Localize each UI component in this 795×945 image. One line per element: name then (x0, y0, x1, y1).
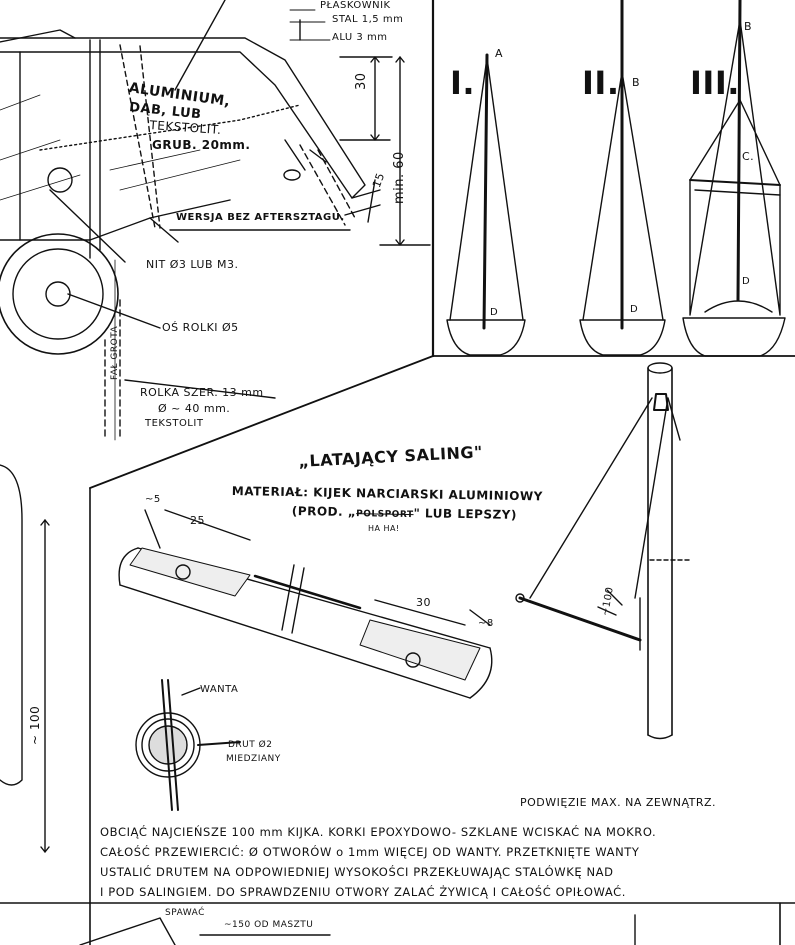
masthead-detail (0, 0, 431, 441)
bottom-strip (79, 914, 636, 945)
label-wersja: WERSJA BEZ AFTERSZTAGU. (176, 212, 345, 223)
rig-2-base-label: D (630, 304, 639, 315)
wanta-cross-section (135, 679, 241, 811)
label-fal-grota: FAŁ GROTA (110, 325, 120, 380)
panel-divider-diagonal (89, 355, 434, 489)
rig-variant-2 (579, 0, 666, 356)
rig-3-base-label: D (742, 276, 751, 287)
label-alu: ALU 3 mm (332, 32, 388, 43)
label-plaskownik: PŁASKOWNIK (320, 0, 391, 11)
rig-1-base-label: D (490, 307, 499, 318)
label-spawac: SPAWAĆ (165, 908, 205, 918)
label-tekstolit: TEKSTOLIT (145, 418, 204, 429)
mast-with-spreader (515, 362, 691, 740)
rig-2-top-label: B (632, 76, 641, 89)
label-stal: STAL 1,5 mm (332, 14, 404, 25)
instruction-line: USTALIĆ DRUTEM NA ODPOWIEDNIEJ WYSOKOŚCI… (100, 865, 614, 879)
label-wanta: WANTA (200, 684, 239, 695)
label-nit: NIT Ø3 LUB M3. (146, 258, 239, 271)
rig-3-numeral: III. (690, 64, 740, 102)
rig-1-top-label: A (495, 47, 504, 60)
left-dimension (0, 464, 50, 853)
rig-2-numeral: II. (582, 64, 620, 102)
label-miedziany: MIEDZIANY (226, 754, 281, 764)
saling-dim-25: 25 (190, 514, 205, 527)
label-os-rolki: OŚ ROLKI Ø5 (162, 321, 239, 334)
saling-dim-30: 30 (416, 596, 431, 609)
label-dim-min60: min. 60 (392, 151, 407, 204)
saling-dim-8: ~8 (478, 618, 494, 629)
rig-variant-3 (682, 0, 786, 357)
label-podwiezie: PODWIĘZIE MAX. NA ZEWNĄTRZ. (520, 796, 717, 809)
rig-3-top-label: B (744, 20, 753, 33)
rig-3-mid-label: C. (742, 150, 755, 163)
label-rolka: ROLKA SZER. 13 mm (140, 386, 264, 399)
saling-haha: HA HA! (368, 524, 400, 533)
spreader-tube-detail (118, 509, 493, 699)
label-dist: ~150 OD MASZTU (224, 920, 314, 930)
rig-variant-1 (446, 53, 526, 356)
rig-1-numeral: I. (450, 64, 476, 102)
saling-dim-5: ~5 (145, 494, 161, 505)
instruction-line: CAŁOŚĆ PRZEWIERCIĆ: Ø OTWORÓW o 1mm WIĘC… (100, 845, 640, 859)
instructions-block: OBCIĄĆ NAJCIEŃSZE 100 mm KIJKA. KORKI EP… (100, 822, 656, 902)
label-drut: DRUT Ø2 (228, 740, 273, 750)
saling-prod-suffix: " LUB LEPSZY) (413, 506, 518, 522)
label-material-4: GRUB. 20mm. (152, 138, 251, 152)
label-left-dim: ~ 100 (28, 705, 42, 745)
label-dim-30: 30 (354, 72, 369, 90)
label-rolka-dia: Ø ~ 40 mm. (158, 402, 231, 415)
saling-prod-struck: POLSPORT (356, 509, 414, 521)
saling-prod-prefix: (PROD. „ (291, 504, 357, 520)
instruction-line: OBCIĄĆ NAJCIEŃSZE 100 mm KIJKA. KORKI EP… (100, 825, 657, 839)
instruction-line: I POD SALINGIEM. DO SPRAWDZENIU OTWORY Z… (100, 885, 626, 899)
